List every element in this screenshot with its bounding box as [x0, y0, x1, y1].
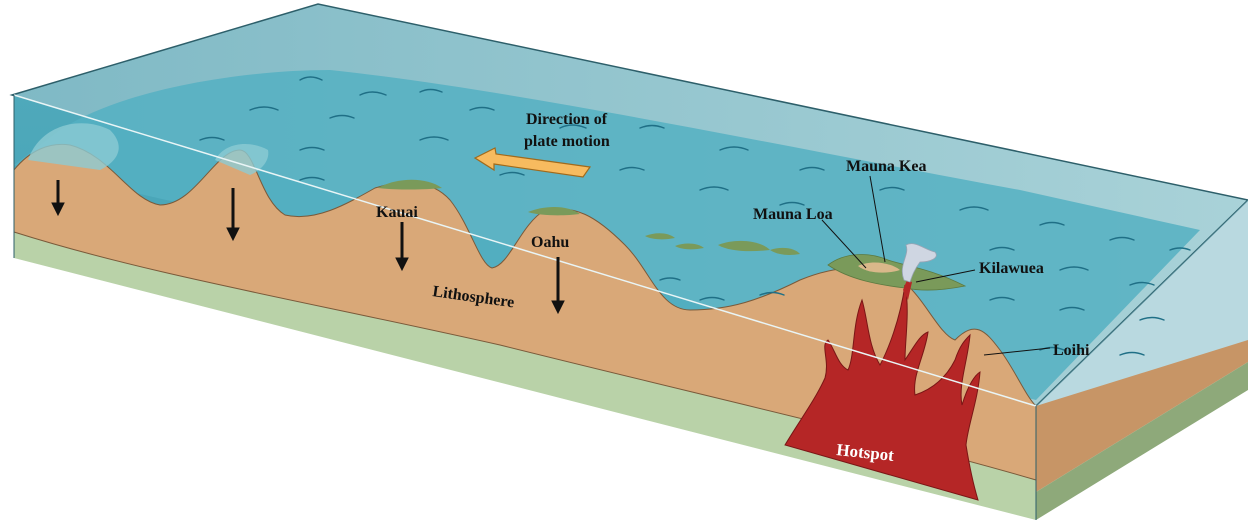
small-island-2 [675, 243, 704, 250]
small-island-1 [645, 233, 675, 240]
magma-conduit [903, 280, 912, 300]
leader-loihi [983, 347, 1051, 356]
hotspot-magma [784, 284, 981, 501]
oahu-island [528, 206, 580, 216]
subsidence-arrows [51, 180, 565, 315]
leader-kilauea [915, 269, 976, 283]
subsidence-arrow-2 [226, 188, 240, 242]
oahu-label: Oahu [531, 234, 569, 251]
summit-patch [858, 262, 900, 273]
small-island-3 [718, 240, 770, 252]
kilauea-label: Kilawuea [979, 260, 1044, 277]
submerged-seamount-1 [28, 123, 119, 170]
crust-side-face [1036, 340, 1248, 492]
leader-mauna-kea [869, 175, 886, 263]
mantle [14, 232, 1036, 520]
kauai-island [378, 179, 442, 190]
direction-label-line1: Direction of [526, 111, 608, 128]
leader-mauna-loa [821, 219, 867, 269]
mauna-kea-label: Mauna Kea [846, 158, 926, 175]
direction-label-line2: plate motion [524, 133, 610, 150]
plate-motion-arrow [473, 147, 592, 178]
volcanic-smoke [901, 243, 937, 283]
ocean-waves [199, 76, 1191, 356]
loihi-label: Loihi [1053, 342, 1090, 359]
subsidence-arrow-1 [51, 180, 65, 217]
subsidence-arrow-4 [551, 257, 565, 315]
subsidence-arrow-3 [395, 222, 409, 272]
mauna-loa-label: Mauna Loa [753, 206, 833, 223]
ocean-front-edge [13, 94, 1037, 407]
submerged-seamount-2 [215, 144, 269, 175]
kauai-label: Kauai [376, 204, 418, 221]
leader-lines [821, 175, 1051, 356]
mantle-side-face [1036, 362, 1248, 520]
small-island-4 [770, 247, 800, 255]
